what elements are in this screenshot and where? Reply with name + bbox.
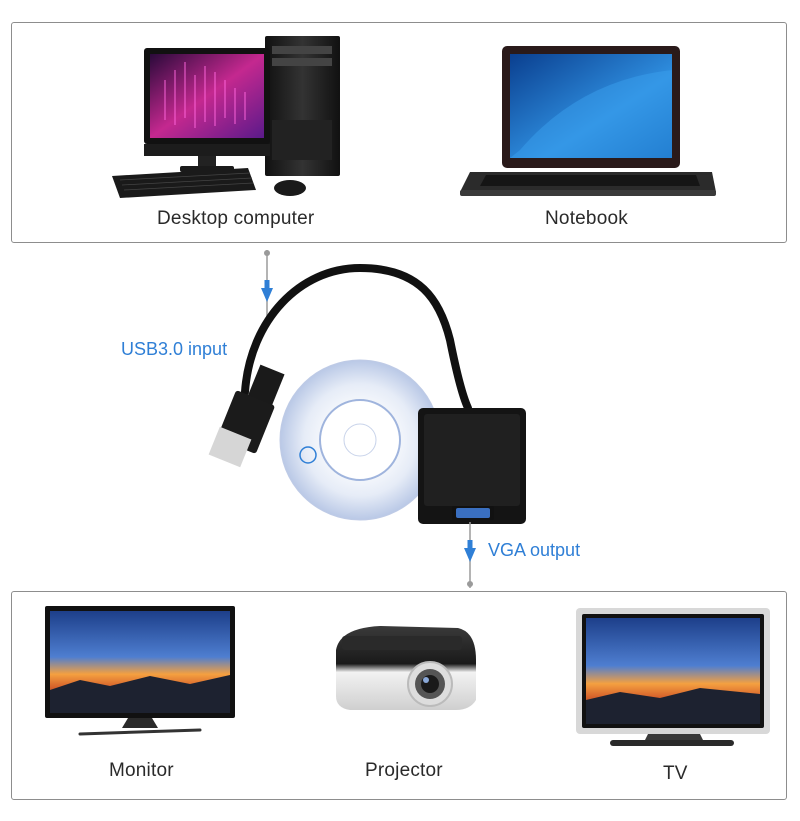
notebook-label: Notebook [545,208,628,229]
tv-label: TV [663,763,688,784]
monitor-icon [45,606,235,736]
desktop-computer-icon [112,36,340,198]
input-arrow [261,250,273,322]
vga-output-label: VGA output [488,540,581,560]
projector-label: Projector [365,760,443,781]
usb-vga-adapter-image [208,263,526,524]
usb-input-label: USB3.0 input [121,339,228,359]
tv-icon [576,608,770,746]
projector-icon [336,626,476,710]
output-arrow [464,522,476,588]
monitor-label: Monitor [109,760,174,781]
notebook-icon [460,46,716,196]
desktop-computer-label: Desktop computer [157,208,315,229]
